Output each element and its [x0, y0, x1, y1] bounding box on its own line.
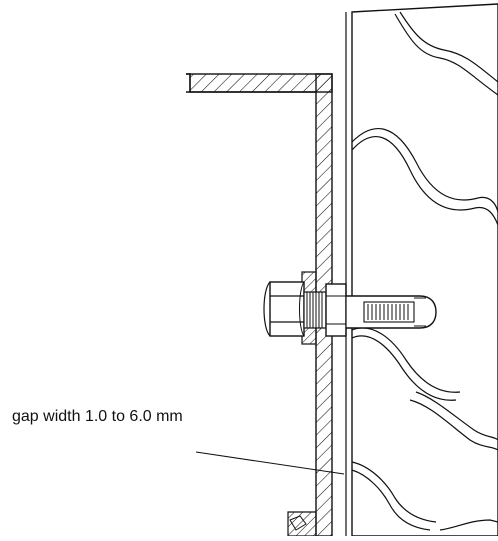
gap-annotation: gap width 1.0 to 6.0 mm — [12, 408, 183, 425]
wall-break-lines — [351, 11, 498, 531]
hex-nut — [263, 281, 305, 337]
sleeve-collar — [325, 283, 347, 337]
wall-block — [351, 3, 498, 537]
threaded-rod — [303, 291, 327, 329]
anchor-sleeve — [346, 295, 437, 329]
bottom-clamp — [287, 511, 317, 537]
gap-leader-line — [195, 451, 345, 475]
